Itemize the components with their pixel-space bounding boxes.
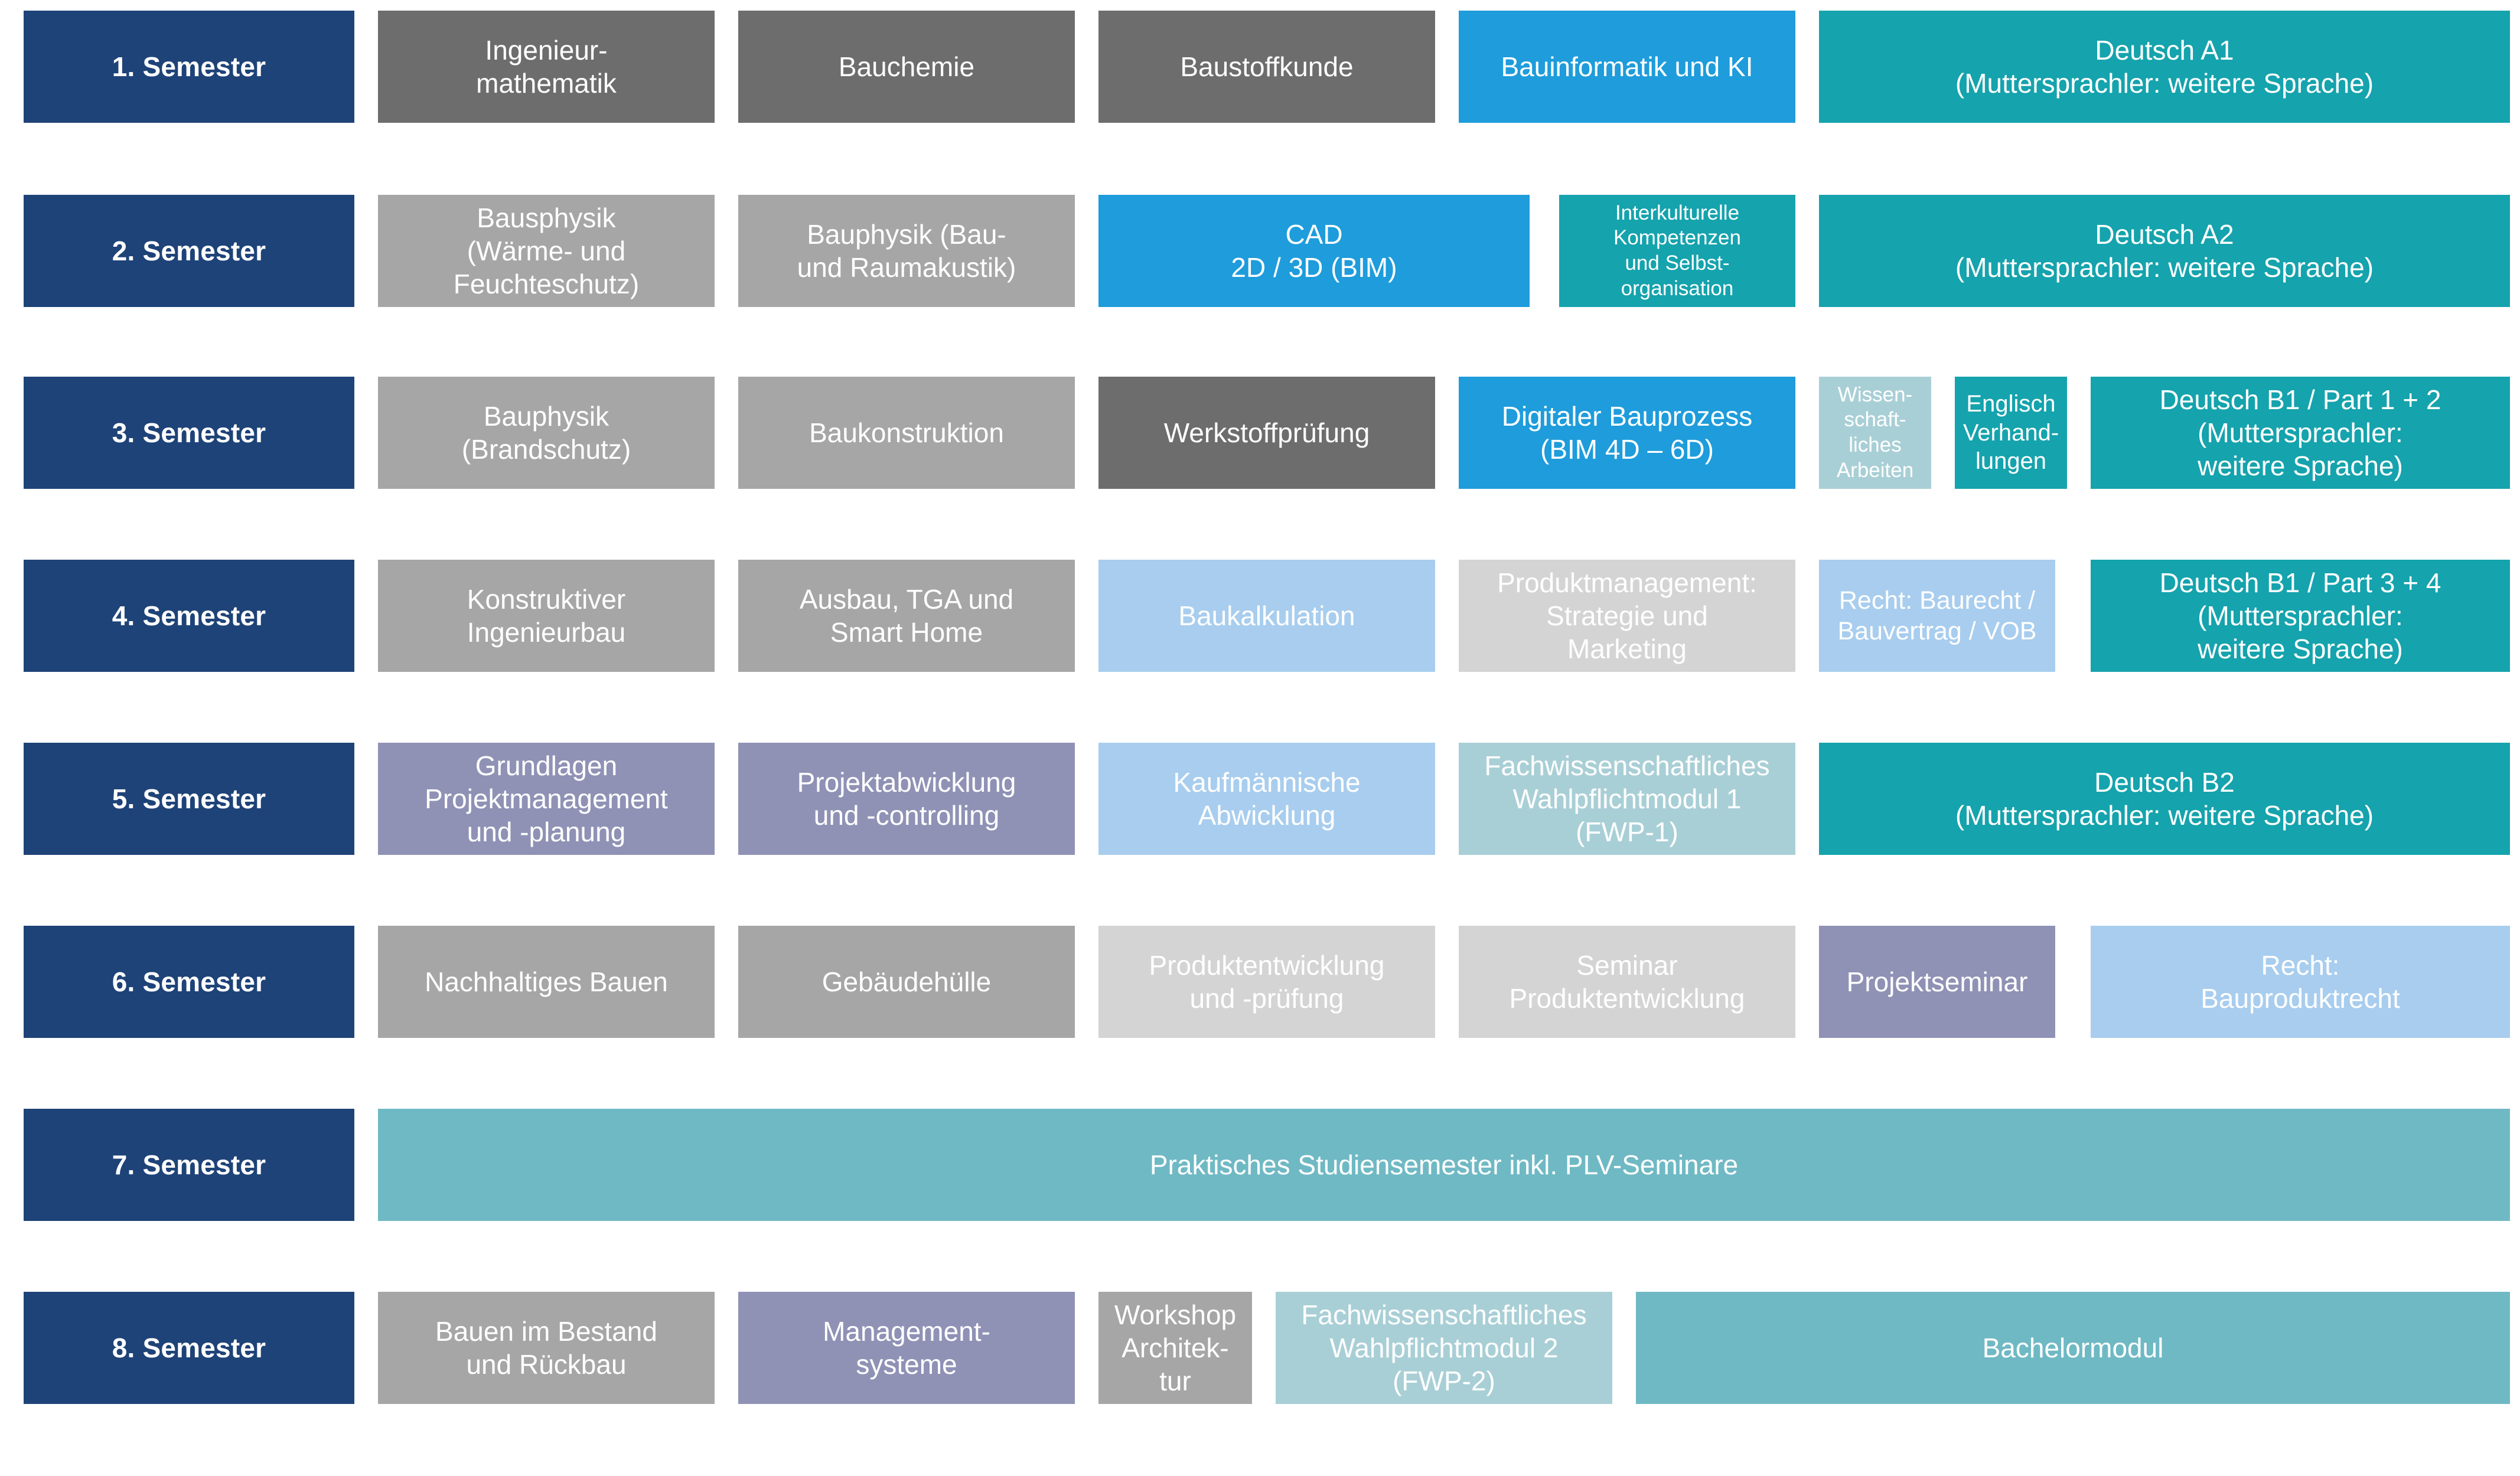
module-cell[interactable]: Bauinformatik und KI	[1459, 11, 1795, 123]
module-cell[interactable]: Deutsch B1 / Part 1 + 2 (Muttersprachler…	[2091, 377, 2510, 489]
module-cell[interactable]: Baukalkulation	[1098, 560, 1435, 672]
module-cell[interactable]: CAD 2D / 3D (BIM)	[1098, 195, 1530, 307]
semester-label-6: 6. Semester	[24, 926, 354, 1038]
module-cell[interactable]: Deutsch A1 (Muttersprachler: weitere Spr…	[1819, 11, 2510, 123]
module-cell[interactable]: Deutsch B2 (Muttersprachler: weitere Spr…	[1819, 743, 2510, 855]
module-cell[interactable]: Baustoffkunde	[1098, 11, 1435, 123]
module-cell[interactable]: Recht: Bauproduktrecht	[2091, 926, 2510, 1038]
module-cell[interactable]: Produktentwicklung und -prüfung	[1098, 926, 1435, 1038]
module-cell[interactable]: Digitaler Bauprozess (BIM 4D – 6D)	[1459, 377, 1795, 489]
module-cell[interactable]: Projektseminar	[1819, 926, 2055, 1038]
module-cell[interactable]: Projektabwicklung und -controlling	[738, 743, 1075, 855]
module-cell[interactable]: Grundlagen Projektmanagement und -planun…	[378, 743, 715, 855]
semester-label-8: 8. Semester	[24, 1292, 354, 1404]
module-cell[interactable]: Seminar Produktentwicklung	[1459, 926, 1795, 1038]
semester-label-1: 1. Semester	[24, 11, 354, 123]
semester-label-5: 5. Semester	[24, 743, 354, 855]
module-cell[interactable]: Englisch Verhand- lungen	[1955, 377, 2067, 489]
module-cell[interactable]: Praktisches Studiensemester inkl. PLV-Se…	[378, 1109, 2510, 1221]
module-cell[interactable]: Bauchemie	[738, 11, 1075, 123]
semester-label-2: 2. Semester	[24, 195, 354, 307]
semester-label-3: 3. Semester	[24, 377, 354, 489]
module-cell[interactable]: Gebäudehülle	[738, 926, 1075, 1038]
module-cell[interactable]: Nachhaltiges Bauen	[378, 926, 715, 1038]
module-cell[interactable]: Bachelormodul	[1636, 1292, 2510, 1404]
module-cell[interactable]: Management- systeme	[738, 1292, 1075, 1404]
module-cell[interactable]: Fachwissenschaftliches Wahlpflichtmodul …	[1459, 743, 1795, 855]
module-cell[interactable]: Ausbau, TGA und Smart Home	[738, 560, 1075, 672]
module-cell[interactable]: Recht: Baurecht / Bauvertrag / VOB	[1819, 560, 2055, 672]
module-cell[interactable]: Bauphysik (Brandschutz)	[378, 377, 715, 489]
module-cell[interactable]: Werkstoffprüfung	[1098, 377, 1435, 489]
module-cell[interactable]: Bauen im Bestand und Rückbau	[378, 1292, 715, 1404]
module-cell[interactable]: Workshop Architek- tur	[1098, 1292, 1252, 1404]
module-cell[interactable]: Bauphysik (Bau- und Raumakustik)	[738, 195, 1075, 307]
semester-label-4: 4. Semester	[24, 560, 354, 672]
module-cell[interactable]: Fachwissenschaftliches Wahlpflichtmodul …	[1276, 1292, 1612, 1404]
module-cell[interactable]: Deutsch B1 / Part 3 + 4 (Muttersprachler…	[2091, 560, 2510, 672]
module-cell[interactable]: Bausphysik (Wärme- und Feuchteschutz)	[378, 195, 715, 307]
module-cell[interactable]: Ingenieur- mathematik	[378, 11, 715, 123]
module-cell[interactable]: Kaufmännische Abwicklung	[1098, 743, 1435, 855]
module-cell[interactable]: Produktmanagement: Strategie und Marketi…	[1459, 560, 1795, 672]
module-cell[interactable]: Deutsch A2 (Muttersprachler: weitere Spr…	[1819, 195, 2510, 307]
module-cell[interactable]: Konstruktiver Ingenieurbau	[378, 560, 715, 672]
module-cell[interactable]: Baukonstruktion	[738, 377, 1075, 489]
semester-label-7: 7. Semester	[24, 1109, 354, 1221]
module-cell[interactable]: Wissen- schaft- liches Arbeiten	[1819, 377, 1931, 489]
module-cell[interactable]: Interkulturelle Kompetenzen und Selbst- …	[1559, 195, 1795, 307]
